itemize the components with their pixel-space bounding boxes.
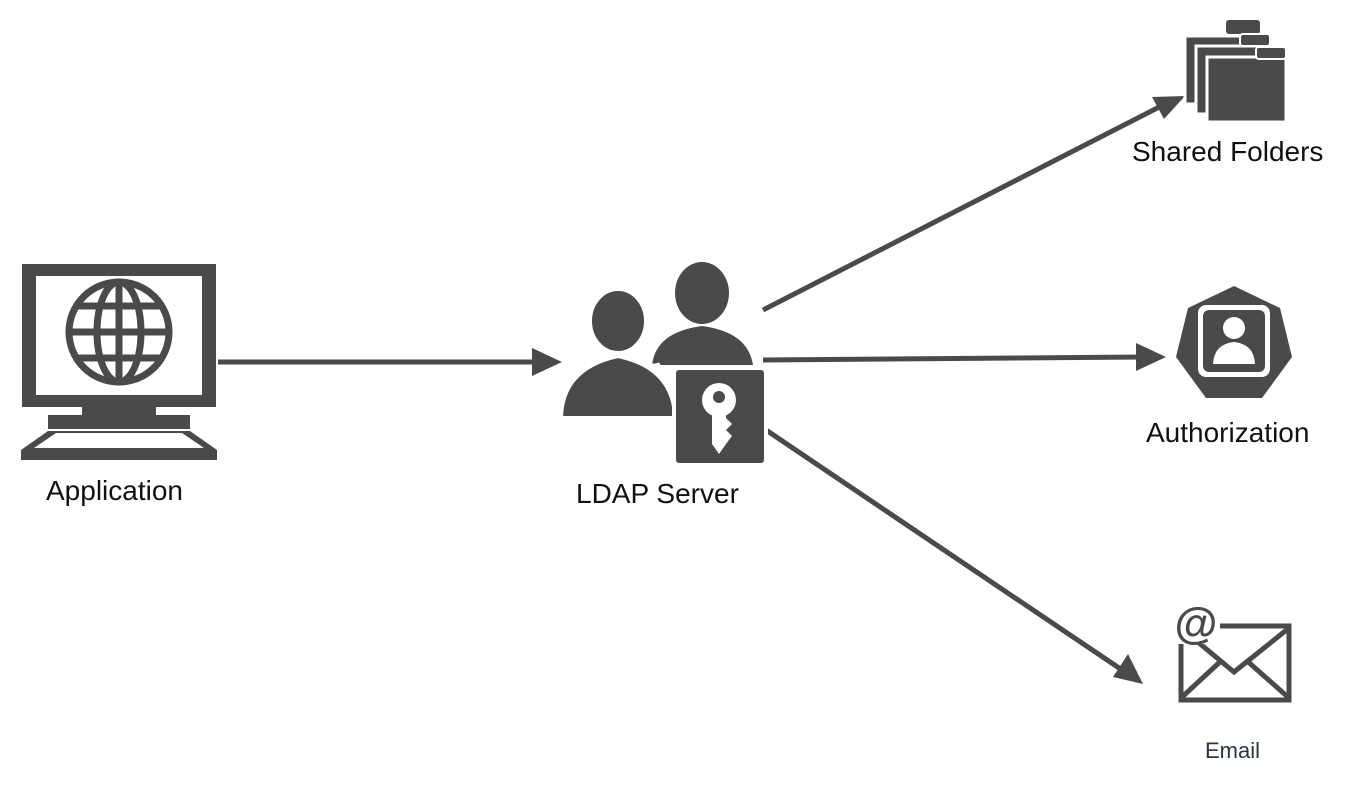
- arrowhead-authorization: [1136, 343, 1166, 371]
- arrowhead-email: [1113, 654, 1143, 684]
- authorization-label: Authorization: [1146, 417, 1310, 448]
- monitor-globe-icon: [21, 264, 217, 460]
- edge-ldap-to-shared-folders: [761, 101, 1167, 313]
- edge-ldap-to-email: [761, 425, 1127, 675]
- application-label: Application: [46, 475, 183, 506]
- folders-icon: [1183, 20, 1288, 124]
- users-key-icon: [558, 262, 768, 467]
- email-label: Email: [1205, 738, 1261, 763]
- arrowhead-ldap: [532, 348, 562, 376]
- shared-folders-label: Shared Folders: [1132, 136, 1324, 167]
- user-badge-heptagon-icon: [1176, 286, 1292, 398]
- arrowhead-shared-folders: [1152, 96, 1185, 119]
- edges: [218, 96, 1185, 684]
- envelope-at-icon: @: [1172, 598, 1292, 703]
- svg-text:@: @: [1175, 599, 1218, 648]
- edge-ldap-to-authorization: [762, 354, 1146, 363]
- ldap-server-label: LDAP Server: [576, 478, 739, 509]
